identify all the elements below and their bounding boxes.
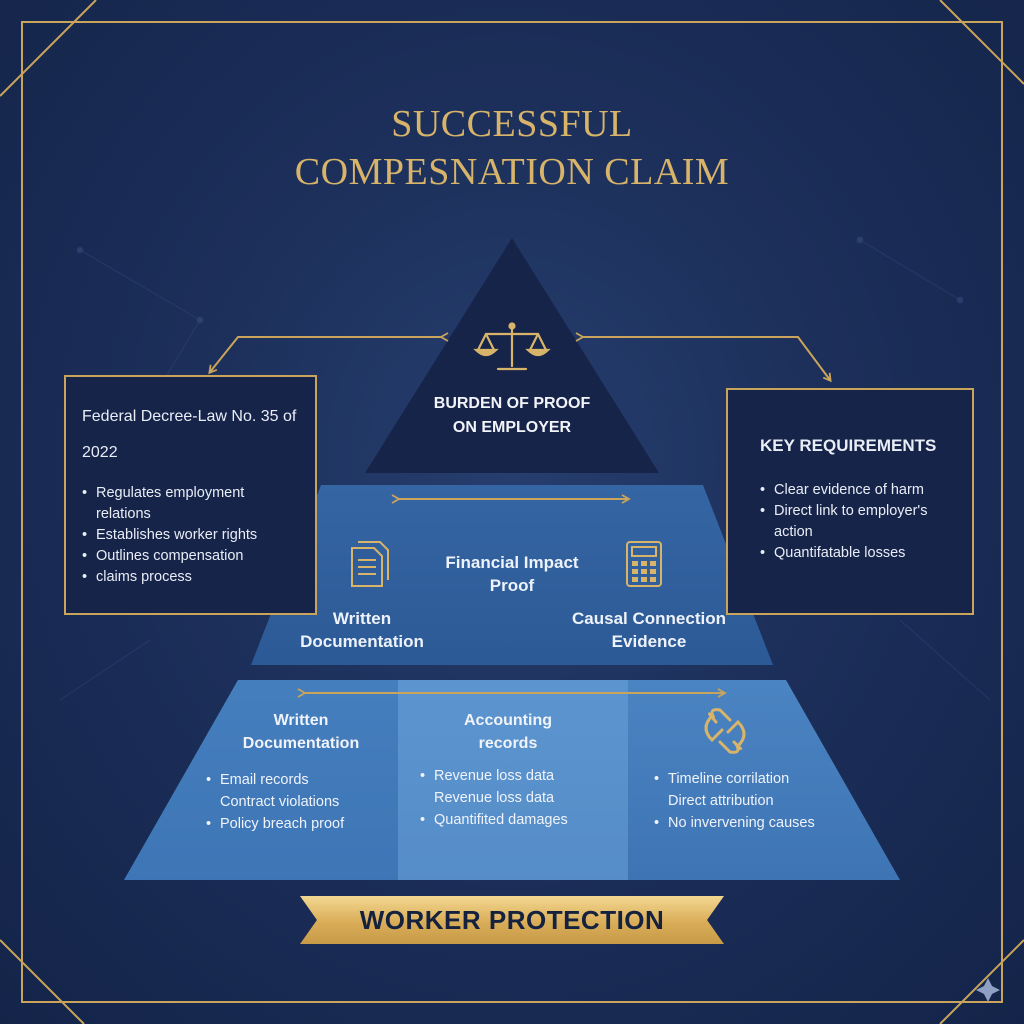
burden-of-proof-label: BURDEN OF PROOF ON EMPLOYER	[400, 392, 624, 440]
causation-item: Timeline corrilation	[654, 768, 864, 790]
documentation-heading-line-1: Written	[273, 712, 329, 729]
diagram-title: SUCCESSFUL COMPESNATION CLAIM	[0, 100, 1024, 196]
documentation-item: Policy breach proof	[206, 813, 396, 835]
causation-item: No invervening causes	[654, 812, 864, 834]
accounting-list: Revenue loss data Revenue loss data Quan…	[420, 765, 620, 831]
accounting-item: Quantifited damages	[420, 809, 620, 831]
requirements-heading: KEY REQUIREMENTS	[760, 436, 937, 455]
decree-item: Establishes worker rights	[82, 525, 301, 546]
written-documentation-label: Written Documentation	[272, 607, 452, 653]
requirement-item: Quantifatable losses	[760, 543, 962, 564]
documentation-item: Contract violations	[220, 794, 340, 810]
financial-impact-label: Financial Impact Proof	[410, 551, 614, 597]
documentation-list: Email records Contract violations Policy…	[206, 769, 396, 835]
title-line-1: SUCCESSFUL	[391, 103, 633, 145]
requirement-item: Clear evidence of harm	[760, 480, 962, 501]
documentation-column-heading: Written Documentation	[206, 709, 396, 755]
federal-decree-box: Federal Decree-Law No. 35 of 2022 Regula…	[64, 375, 317, 615]
burden-line-1: BURDEN OF PROOF	[433, 395, 591, 412]
causation-item: Direct attribution	[668, 793, 774, 809]
network-background	[59, 236, 991, 701]
scales-icon	[473, 322, 551, 371]
causal-connection-line-2: Evidence	[611, 632, 687, 651]
left-connector-arrow	[208, 332, 449, 375]
broken-link-icon	[704, 708, 746, 754]
worker-protection-banner: WORKER PROTECTION	[300, 896, 724, 944]
decree-list: Regulates employment relations Establish…	[82, 483, 301, 588]
financial-impact-line-1: Financial Impact	[445, 553, 579, 572]
decree-heading: Federal Decree-Law No. 35 of 2022	[82, 399, 301, 471]
sparkle-icon	[976, 978, 1000, 1002]
accounting-heading-line-2: records	[478, 735, 538, 752]
accounting-item: Revenue loss data	[420, 765, 620, 787]
documentation-item: Email records	[206, 769, 396, 791]
calculator-icon	[626, 541, 662, 587]
document-icon	[351, 541, 389, 587]
accounting-heading-line-1: Accounting	[464, 712, 552, 729]
written-documentation-line-2: Documentation	[300, 632, 424, 651]
right-connector-arrow	[575, 332, 832, 383]
title-line-2: COMPESNATION CLAIM	[294, 151, 730, 193]
bottom-column-documentation: Written Documentation Email records Cont…	[206, 709, 396, 835]
decree-heading-line-2: 2022	[82, 444, 118, 461]
key-requirements-box: KEY REQUIREMENTS Clear evidence of harm …	[726, 388, 974, 615]
financial-impact-line-2: Proof	[489, 576, 535, 595]
burden-line-2: ON EMPLOYER	[452, 419, 572, 436]
pyramid-middle-tier	[251, 485, 773, 665]
causal-connection-label: Causal Connection Evidence	[552, 607, 746, 653]
decree-heading-line-1: Federal Decree-Law No. 35 of	[82, 408, 297, 425]
causal-connection-line-1: Causal Connection	[572, 609, 726, 628]
bottom-column-causation: Timeline corrilation Direct attribution …	[654, 768, 864, 834]
decree-item: Outlines compensation	[82, 546, 301, 567]
bottom-column-accounting: Accounting records Revenue loss data Rev…	[420, 709, 620, 831]
requirement-item: Direct link to employer's action	[760, 501, 962, 543]
connector-arrows	[208, 332, 832, 698]
requirements-list: Clear evidence of harm Direct link to em…	[760, 480, 962, 564]
accounting-column-heading: Accounting records	[420, 709, 620, 755]
written-documentation-line-1: Written	[332, 609, 392, 628]
accounting-item: Revenue loss data	[434, 790, 555, 806]
decree-item: Regulates employment relations	[82, 483, 301, 525]
documentation-heading-line-2: Documentation	[242, 735, 360, 752]
causation-list: Timeline corrilation Direct attribution …	[654, 768, 864, 834]
decree-item-continuation: claims process	[82, 567, 301, 588]
